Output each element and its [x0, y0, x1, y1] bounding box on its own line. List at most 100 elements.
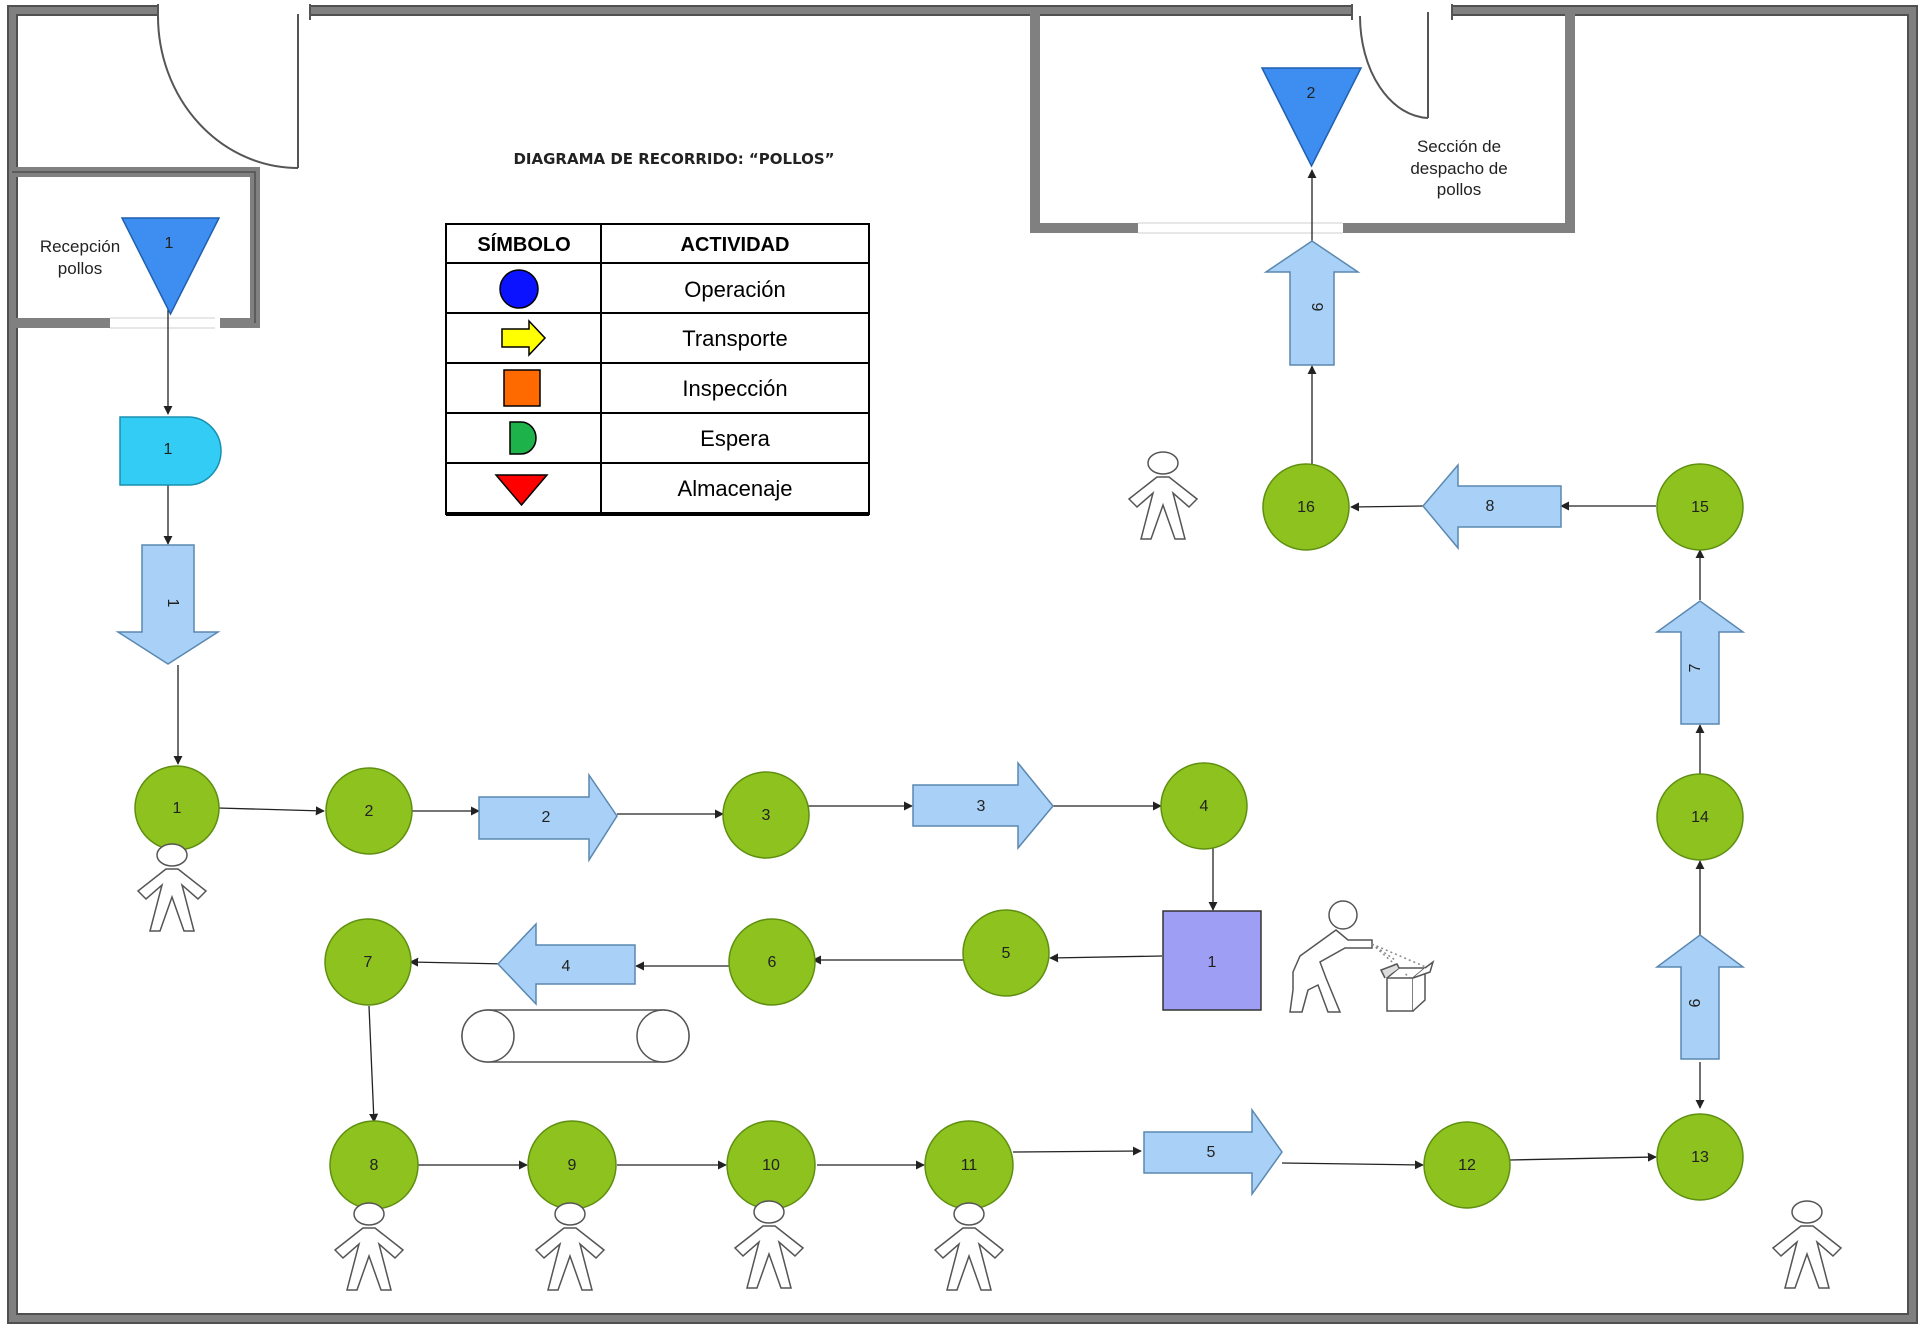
transport-2: 2 — [478, 772, 618, 863]
svg-text:pollos: pollos — [58, 259, 102, 278]
diagram-title: DIAGRAMA DE RECORRIDO: “POLLOS” — [513, 150, 834, 168]
transport-7: 7 — [1654, 600, 1746, 725]
legend-table: SÍMBOLO ACTIVIDAD Operación Transporte I… — [445, 223, 870, 516]
svg-text:1: 1 — [173, 800, 182, 817]
people — [136, 451, 1843, 1291]
person-icon — [1127, 451, 1199, 540]
svg-text:16: 16 — [1297, 499, 1315, 516]
operation-5: 5 — [962, 909, 1050, 997]
svg-text:Recepción: Recepción — [40, 237, 120, 256]
person-icon — [1771, 1200, 1843, 1289]
legend-operation-icon — [499, 269, 539, 309]
outer-wall — [7, 5, 1918, 1324]
svg-text:5: 5 — [1207, 1144, 1216, 1161]
reception-label: Recepción pollos — [40, 237, 120, 278]
svg-text:4: 4 — [1200, 798, 1209, 815]
operation-7: 7 — [324, 918, 412, 1006]
door-gap-reception — [158, 2, 310, 20]
dispatch-room — [1030, 2, 1575, 234]
storage-2: 2 — [1260, 67, 1363, 168]
svg-text:9: 9 — [1308, 303, 1325, 312]
operation-12: 12 — [1423, 1121, 1511, 1209]
operation-14: 14 — [1656, 773, 1744, 861]
legend-header-symbol: SÍMBOLO — [477, 233, 570, 256]
operation-8: 8 — [329, 1120, 419, 1210]
door-swing-dispatch — [1359, 12, 1429, 119]
legend-inspection-icon — [503, 369, 541, 407]
svg-text:6: 6 — [1687, 998, 1704, 1007]
legend-label-inspection: Inspección — [682, 376, 787, 401]
person-icon — [534, 1202, 606, 1291]
legend-storage-icon — [494, 474, 549, 507]
svg-text:5: 5 — [1002, 945, 1011, 962]
svg-text:Sección de: Sección de — [1417, 137, 1501, 156]
flow-connectors — [163, 169, 1705, 1170]
svg-text:1: 1 — [1208, 954, 1217, 971]
person-icon — [733, 1200, 805, 1289]
svg-text:3: 3 — [762, 807, 771, 824]
operation-6: 6 — [728, 918, 816, 1006]
transport-4: 4 — [496, 922, 636, 1006]
transport-9: 9 — [1263, 240, 1361, 366]
transport-5: 5 — [1143, 1107, 1283, 1197]
operation-9: 9 — [527, 1120, 617, 1210]
person-icon — [933, 1202, 1005, 1291]
dispatch-label: Sección de despacho de pollos — [1410, 137, 1507, 199]
svg-text:2: 2 — [365, 803, 374, 820]
svg-text:1: 1 — [165, 235, 174, 252]
transport-1: 1 — [115, 544, 221, 665]
operations: 1 2 3 4 5 6 7 8 9 10 11 12 13 14 15 16 — [134, 463, 1744, 1210]
svg-text:6: 6 — [768, 954, 777, 971]
legend-label-storage: Almacenaje — [678, 476, 793, 501]
legend-delay-icon — [509, 421, 537, 455]
svg-text:9: 9 — [568, 1157, 577, 1174]
svg-text:10: 10 — [762, 1157, 780, 1174]
legend-label-delay: Espera — [700, 426, 770, 451]
person-icon — [333, 1202, 405, 1291]
svg-text:3: 3 — [977, 798, 986, 815]
reception-room — [12, 167, 260, 329]
svg-text:1: 1 — [164, 599, 181, 608]
operation-16: 16 — [1262, 463, 1350, 551]
box-icon — [1379, 960, 1435, 1012]
svg-text:11: 11 — [961, 1157, 978, 1174]
delay-1: 1 — [119, 416, 222, 486]
conveyor-icon — [461, 1009, 690, 1063]
operation-3: 3 — [722, 771, 810, 859]
svg-text:2: 2 — [542, 809, 551, 826]
svg-text:15: 15 — [1691, 499, 1709, 516]
storage-1: 1 — [120, 217, 221, 316]
svg-text:pollos: pollos — [1437, 180, 1481, 199]
walls — [7, 5, 1918, 1324]
svg-text:4: 4 — [562, 958, 571, 975]
svg-text:7: 7 — [1687, 663, 1704, 672]
svg-text:14: 14 — [1691, 809, 1709, 826]
operation-1: 1 — [134, 765, 220, 851]
operation-2: 2 — [325, 767, 413, 855]
transport-6: 6 — [1654, 934, 1746, 1060]
svg-text:8: 8 — [1486, 498, 1495, 515]
operation-13: 13 — [1656, 1113, 1744, 1201]
transport-3: 3 — [912, 760, 1054, 851]
legend-label-operation: Operación — [684, 277, 786, 302]
operation-15: 15 — [1656, 463, 1744, 551]
legend-transport-icon — [501, 319, 547, 357]
transport-arrows: 1 2 3 4 5 6 7 8 — [115, 240, 1746, 1197]
transport-8: 8 — [1422, 462, 1562, 551]
svg-text:despacho de: despacho de — [1410, 159, 1507, 178]
person-icon — [136, 843, 208, 932]
svg-text:7: 7 — [364, 954, 373, 971]
door-swing-reception — [157, 14, 299, 169]
operation-4: 4 — [1160, 762, 1248, 850]
wall-inner-lines — [7, 5, 1918, 1324]
operation-10: 10 — [726, 1120, 816, 1210]
worker-bending-icon — [1289, 900, 1429, 1013]
svg-text:8: 8 — [370, 1157, 379, 1174]
inspection-1: 1 — [1162, 910, 1262, 1011]
legend-header-activity: ACTIVIDAD — [681, 234, 790, 256]
svg-text:13: 13 — [1691, 1149, 1709, 1166]
svg-text:12: 12 — [1458, 1157, 1476, 1174]
svg-text:1: 1 — [164, 441, 173, 458]
svg-text:2: 2 — [1307, 85, 1316, 102]
